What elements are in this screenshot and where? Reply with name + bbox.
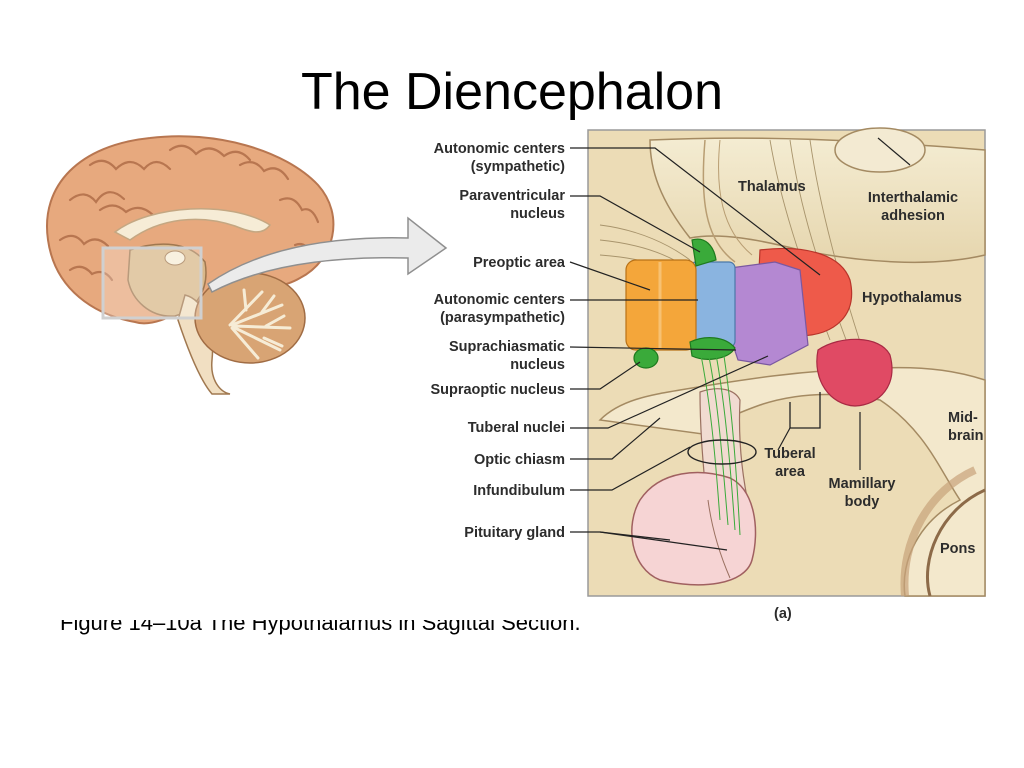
label-autonomic-sympathetic: Autonomic centers bbox=[434, 141, 565, 157]
corpus-callosum bbox=[113, 208, 272, 241]
pituitary-gland-shape bbox=[631, 471, 757, 586]
label-mamillary-body: Mamillary bbox=[829, 476, 896, 492]
label-interthalamic-adhesion-2: adhesion bbox=[881, 208, 945, 224]
label-tuberal-area: Tuberal bbox=[764, 446, 815, 462]
paraventricular-nucleus-shape bbox=[691, 238, 717, 267]
zoom-arrow bbox=[207, 216, 448, 294]
brain-sagittal-illustration bbox=[46, 135, 448, 395]
label-thalamus: Thalamus bbox=[738, 179, 806, 195]
panel-label: (a) bbox=[774, 606, 792, 622]
zoom-box bbox=[101, 246, 203, 320]
label-paraventricular-2: nucleus bbox=[510, 206, 565, 222]
label-preoptic-area: Preoptic area bbox=[473, 255, 566, 271]
interthalamic-adhesion-shape bbox=[834, 127, 926, 173]
supraoptic-nucleus-shape bbox=[633, 347, 659, 369]
label-suprachiasmatic: Suprachiasmatic bbox=[449, 339, 565, 355]
label-midbrain-2: brain bbox=[948, 428, 983, 444]
label-supraoptic: Supraoptic nucleus bbox=[430, 382, 565, 398]
label-interthalamic-adhesion: Interthalamic bbox=[868, 190, 958, 206]
arbor-vitae bbox=[228, 288, 292, 360]
label-autonomic-sympathetic-2: (sympathetic) bbox=[471, 159, 565, 175]
leader-lines bbox=[569, 137, 911, 551]
label-pituitary-gland: Pituitary gland bbox=[464, 525, 565, 541]
figure-caption: Figure 14–10a The Hypothalamus in Sagitt… bbox=[60, 610, 581, 635]
label-midbrain: Mid- bbox=[948, 410, 978, 426]
label-paraventricular: Paraventricular bbox=[459, 188, 565, 204]
hypothalamus-detail-illustration: Autonomic centers (sympathetic) Paravent… bbox=[430, 127, 986, 622]
slide-title: The Diencephalon bbox=[300, 63, 724, 121]
parasympathetic-center bbox=[689, 261, 736, 348]
cortex-gyri bbox=[58, 144, 320, 282]
label-optic-chiasm: Optic chiasm bbox=[474, 452, 565, 468]
mamillary-body-shape bbox=[816, 338, 893, 407]
label-pons: Pons bbox=[940, 541, 975, 557]
optic-chiasm-ring bbox=[687, 439, 757, 465]
tuberal-nuclei-shape bbox=[727, 261, 809, 366]
label-suprachiasmatic-2: nucleus bbox=[510, 357, 565, 373]
label-autonomic-parasympathetic-2: (parasympathetic) bbox=[440, 310, 565, 326]
label-mamillary-body-2: body bbox=[845, 494, 880, 510]
label-tuberal-area-2: area bbox=[775, 464, 806, 480]
label-infundibulum: Infundibulum bbox=[473, 483, 565, 499]
label-hypothalamus: Hypothalamus bbox=[862, 290, 962, 306]
label-autonomic-parasympathetic: Autonomic centers bbox=[434, 292, 565, 308]
label-tuberal-nuclei: Tuberal nuclei bbox=[468, 420, 565, 436]
